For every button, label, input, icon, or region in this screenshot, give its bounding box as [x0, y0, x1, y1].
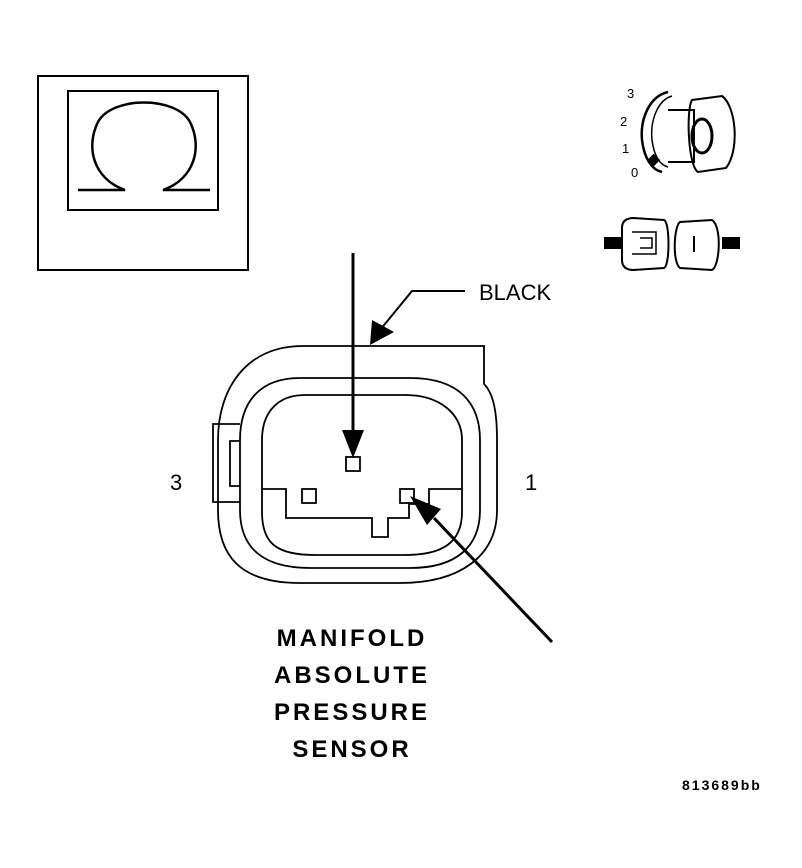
component-name-line-1: MANIFOLD: [277, 625, 428, 652]
component-name-line-3: PRESSURE: [274, 699, 430, 726]
ohmmeter-icon: [37, 75, 249, 271]
ignition-key-icon: 3 2 1 0: [620, 86, 736, 180]
connector-face: [212, 345, 498, 584]
ignition-position-0: 0: [631, 165, 638, 180]
ignition-position-1: 1: [622, 141, 629, 156]
ignition-position-3: 3: [627, 86, 634, 101]
pin-label-left: 3: [170, 470, 182, 495]
figure-id: 813689bb: [682, 777, 762, 793]
probe-arrow-down: [342, 253, 364, 458]
ohm-symbol-icon: [78, 101, 210, 192]
color-label-leader: [370, 290, 465, 345]
component-name-line-4: SENSOR: [292, 736, 411, 763]
ignition-position-2: 2: [620, 114, 627, 129]
cavity-left: [301, 488, 317, 504]
wire-color-label: BLACK: [479, 280, 551, 305]
disconnected-connector-icon: [604, 216, 740, 272]
probe-arrow-diagonal: [410, 496, 554, 644]
pin-label-right: 1: [525, 470, 537, 495]
component-name-line-2: ABSOLUTE: [274, 662, 430, 689]
cavity-center: [345, 456, 361, 472]
cavity-right: [399, 488, 415, 504]
